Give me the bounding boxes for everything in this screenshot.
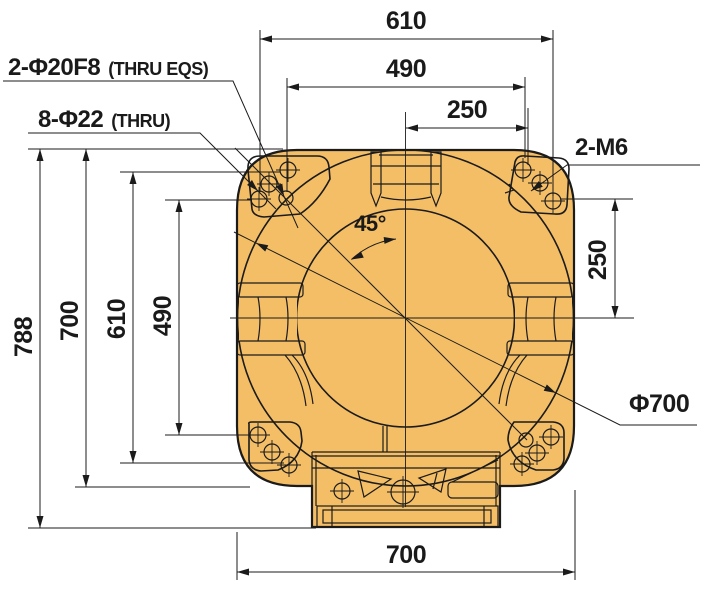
dim-value: 250 bbox=[447, 96, 487, 124]
callout-phi700: Φ700 bbox=[629, 390, 690, 418]
callout-dowel-main: 2-Φ20F8 bbox=[8, 54, 100, 81]
corner-pad-bottom-right bbox=[507, 421, 565, 476]
dim-left-788: 788 bbox=[10, 148, 316, 529]
dim-left-490: 490 bbox=[149, 199, 252, 436]
dim-value: 490 bbox=[386, 55, 426, 83]
dim-left-610: 610 bbox=[103, 171, 284, 464]
panel-screw-hole bbox=[330, 479, 354, 503]
bolt-hole bbox=[276, 158, 300, 182]
bolt-hole bbox=[511, 158, 535, 182]
callout-tap-label: 2-M6 bbox=[575, 134, 628, 161]
dim-top-610: 610 bbox=[259, 7, 554, 196]
callout-dowel-suffix: (THRU EQS) bbox=[108, 59, 209, 79]
bolt-hole bbox=[525, 441, 549, 465]
callout-bolt-suffix: (THRU) bbox=[111, 111, 170, 131]
bolt-hole bbox=[247, 187, 271, 211]
callout-dowel-holes: 2-Φ20F8 (THRU EQS) bbox=[3, 54, 299, 229]
bolt-hole bbox=[257, 172, 281, 196]
panel-connector-circle bbox=[387, 476, 419, 508]
bottom-flange bbox=[316, 505, 499, 528]
bolt-hole bbox=[260, 440, 284, 464]
dim-top-490: 490 bbox=[286, 55, 526, 192]
svg-text:8-Φ22 (THRU): 8-Φ22 (THRU) bbox=[38, 106, 171, 133]
dim-top-250: 250 bbox=[406, 96, 529, 165]
callout-tap-holes: 2-M6 bbox=[528, 134, 700, 194]
phi700-leader bbox=[233, 231, 697, 426]
angle-dimension-45: 45° bbox=[349, 211, 397, 263]
callout-bolt-main: 8-Φ22 bbox=[38, 106, 103, 133]
bolt-hole bbox=[539, 425, 563, 449]
angle-label: 45° bbox=[354, 211, 386, 236]
dim-value: 610 bbox=[103, 299, 131, 339]
dim-value: 250 bbox=[584, 240, 612, 280]
svg-text:2-Φ20F8 (THRU EQS): 2-Φ20F8 (THRU EQS) bbox=[8, 54, 209, 81]
dim-value: 700 bbox=[56, 301, 84, 341]
dim-value: 700 bbox=[386, 541, 426, 569]
clamp-tab-top bbox=[370, 151, 442, 208]
callout-bolt-holes: 8-Φ22 (THRU) bbox=[28, 106, 277, 210]
bolt-hole bbox=[510, 452, 534, 476]
connector-panel bbox=[311, 451, 501, 528]
panel-label-plate bbox=[447, 481, 499, 499]
dim-value: 610 bbox=[386, 7, 426, 35]
dim-value: 490 bbox=[149, 296, 177, 336]
dim-bottom-700: 700 bbox=[236, 490, 576, 580]
corner-pad-top-left bbox=[247, 155, 331, 218]
dowel-hole bbox=[278, 190, 294, 206]
bolt-hole bbox=[277, 453, 301, 477]
dim-value: 788 bbox=[10, 316, 38, 357]
dim-right-250: 250 bbox=[560, 198, 633, 318]
dowel-hole bbox=[518, 432, 534, 448]
panel-wedge-left bbox=[357, 470, 393, 498]
clamp-tab-right bbox=[498, 282, 575, 407]
panel-wedge-right bbox=[417, 468, 447, 493]
clamp-tab-left bbox=[236, 282, 314, 407]
centerlines bbox=[230, 112, 634, 507]
dim-left-700: 700 bbox=[56, 149, 250, 488]
phi700-label: Φ700 bbox=[629, 390, 689, 418]
